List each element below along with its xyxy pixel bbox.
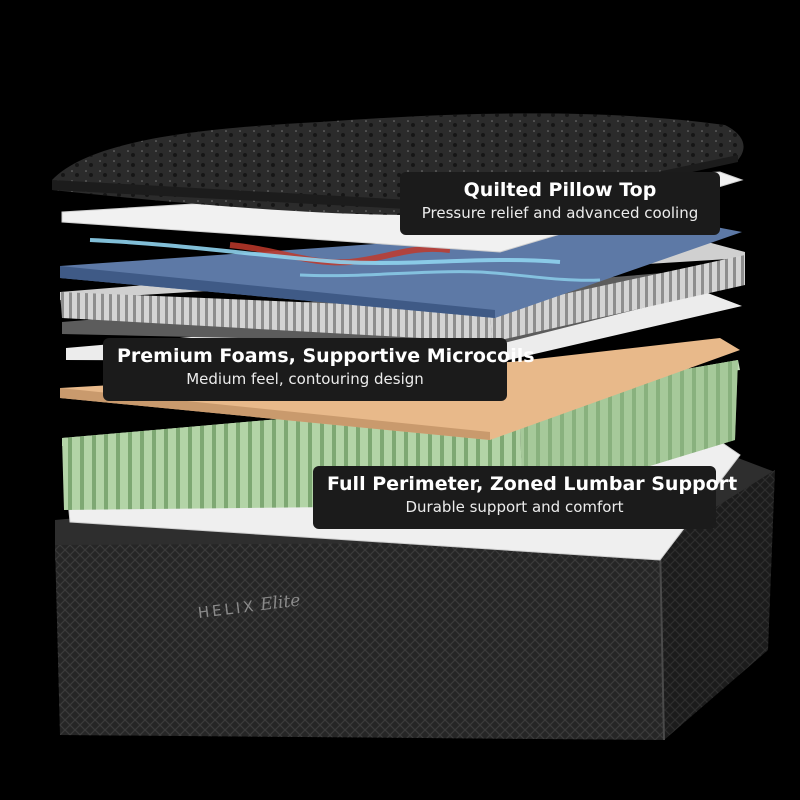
base-front-knit	[55, 542, 664, 740]
cooling-foam-top	[60, 222, 742, 318]
cooling-ribbon-blue	[89, 238, 561, 265]
callout-pillow-top: Quilted Pillow Top Pressure relief and a…	[400, 172, 720, 235]
callout-subtitle: Medium feel, contouring design	[186, 370, 424, 388]
callout-lumbar-support: Full Perimeter, Zoned Lumbar Support Dur…	[313, 466, 738, 529]
callout-subtitle: Durable support and comfort	[405, 498, 624, 516]
cooling-ribbon-blue-2	[299, 270, 601, 282]
cooling-foam-edge	[60, 266, 495, 318]
callout-title: Quilted Pillow Top	[463, 179, 657, 201]
microcoil-side	[490, 255, 745, 342]
callout-subtitle: Pressure relief and advanced cooling	[421, 204, 699, 222]
callout-title: Premium Foams, Supportive Microcoils	[117, 345, 535, 367]
callout-foams-microcoils: Premium Foams, Supportive Microcoils Med…	[103, 338, 535, 401]
cooling-foam-layer	[60, 222, 742, 318]
base-seam	[659, 541, 665, 741]
transition-foam-edge	[60, 388, 490, 440]
base-side-knit	[660, 470, 775, 740]
microcoil-front	[60, 292, 492, 342]
callout-title: Full Perimeter, Zoned Lumbar Support	[327, 473, 738, 495]
